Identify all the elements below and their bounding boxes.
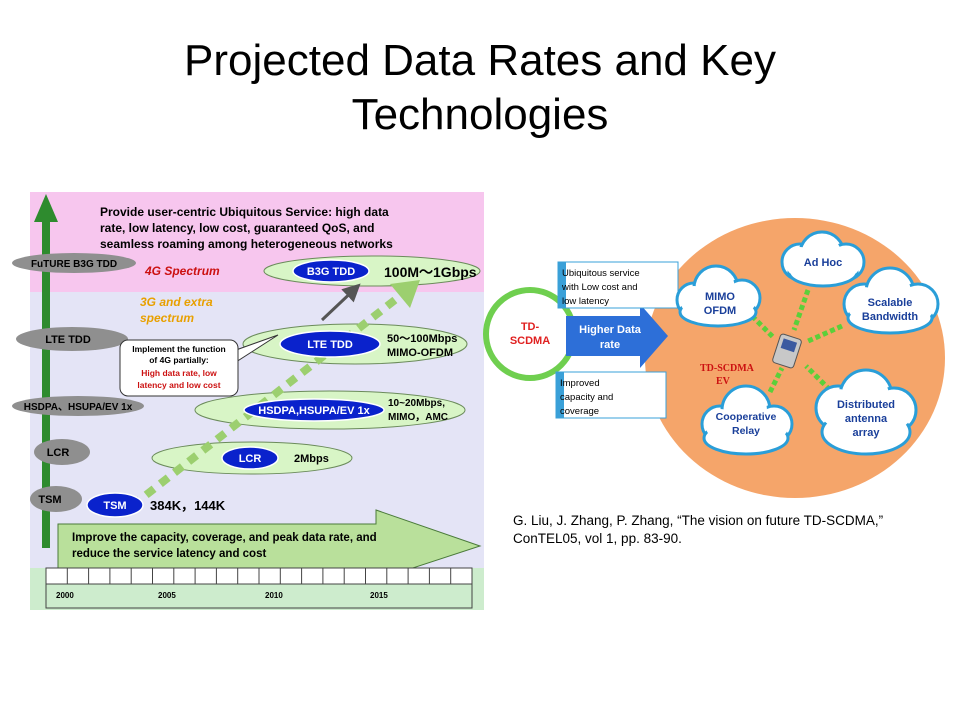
rate-hsdpa-line-2: MIMO，AMC xyxy=(388,412,448,423)
svg-text:antenna: antenna xyxy=(845,413,888,425)
rate-hsdpa-line-1: 10~20Mbps, xyxy=(388,398,445,409)
spectrum-3g-label-1: 3G and extra xyxy=(140,295,213,309)
timeline-ticks xyxy=(66,568,452,584)
svg-text:latency and low cost: latency and low cost xyxy=(137,380,220,390)
svg-text:LTE TDD: LTE TDD xyxy=(45,334,91,346)
svg-text:SCDMA: SCDMA xyxy=(510,335,550,347)
svg-text:TD-: TD- xyxy=(521,321,540,333)
slide-title: Projected Data Rates and Key Technologie… xyxy=(184,36,776,139)
svg-text:OFDM: OFDM xyxy=(704,305,736,317)
top-banner-line-3: seamless roaming among heterogeneous net… xyxy=(100,237,393,251)
svg-text:with Low cost and: with Low cost and xyxy=(561,282,638,293)
cloud-mimo-ofdm: MIMO OFDM xyxy=(675,264,762,328)
svg-text:Implement the function: Implement the function xyxy=(132,344,226,354)
svg-text:Scalable: Scalable xyxy=(868,297,913,309)
center-label-line-1: TD-SCDMA xyxy=(700,363,755,374)
citation: G. Liu, J. Zhang, P. Zhang, “The vision … xyxy=(513,513,884,546)
year-2010: 2010 xyxy=(265,591,283,600)
top-banner-line-2: rate, low latency, low cost, guaranteed … xyxy=(100,221,375,235)
higher-data-rate-arrow: Higher Data rate xyxy=(566,304,668,368)
svg-text:low latency: low latency xyxy=(562,296,609,307)
timeline-axis: 2000 2005 2010 2015 xyxy=(45,567,473,609)
cloud-distributed-antenna: Distributed antenna array xyxy=(814,368,918,456)
svg-text:HSDPA,HSUPA/EV 1x: HSDPA,HSUPA/EV 1x xyxy=(258,405,370,417)
left-label-lcr: LCR xyxy=(34,439,90,465)
cloud-cooperative-relay: Cooperative Relay xyxy=(700,384,794,456)
connector-arrow xyxy=(320,283,361,322)
svg-text:LCR: LCR xyxy=(239,453,262,465)
svg-text:rate: rate xyxy=(600,339,620,351)
pill-lcr: LCR xyxy=(221,446,279,470)
bottom-improvement-arrow: Improve the capacity, coverage, and peak… xyxy=(57,509,482,581)
svg-text:Improved: Improved xyxy=(560,378,600,389)
svg-text:High data rate, low: High data rate, low xyxy=(141,368,217,378)
rate-lte-line-2: MIMO-OFDM xyxy=(387,347,453,359)
svg-text:Ad Hoc: Ad Hoc xyxy=(804,257,843,269)
growth-arrow-head-icon xyxy=(390,280,420,308)
svg-text:Distributed: Distributed xyxy=(837,399,895,411)
handset-icon xyxy=(772,333,802,369)
left-label-hsdpa: HSDPA、HSUPA/EV 1x xyxy=(12,396,144,416)
pill-tsm: TSM xyxy=(86,492,144,518)
pill-hsdpa: HSDPA,HSUPA/EV 1x xyxy=(243,398,385,422)
improved-capacity-box: Improved capacity and coverage xyxy=(555,371,667,419)
svg-text:Bandwidth: Bandwidth xyxy=(862,311,918,323)
rate-b3g: 100M〜1Gbps xyxy=(384,264,477,280)
growth-dashed-arrow xyxy=(129,292,403,510)
pill-b3g-tdd: B3G TDD xyxy=(292,259,370,283)
svg-text:reduce the service latency and: reduce the service latency and cost xyxy=(72,548,266,560)
svg-text:of 4G partially:: of 4G partially: xyxy=(149,355,209,365)
svg-text:array: array xyxy=(853,427,881,439)
vertical-progress-arrow xyxy=(42,218,50,548)
svg-text:Ubiquitous service: Ubiquitous service xyxy=(562,268,640,279)
left-label-lte-tdd: LTE TDD xyxy=(16,327,128,351)
top-banner-line-1: Provide user-centric Ubiquitous Service:… xyxy=(100,205,389,219)
ubiquitous-service-box: Ubiquitous service with Low cost and low… xyxy=(557,261,679,309)
svg-text:B3G TDD: B3G TDD xyxy=(307,266,355,278)
rate-lte-line-1: 50〜100Mbps xyxy=(387,333,457,345)
center-arrows xyxy=(750,289,844,394)
svg-text:Higher Data: Higher Data xyxy=(579,324,642,336)
center-label-line-2: EV xyxy=(716,376,731,387)
svg-text:LTE TDD: LTE TDD xyxy=(307,339,353,351)
pill-lte-tdd: LTE TDD xyxy=(279,330,381,358)
vertical-arrow-head-icon xyxy=(34,194,58,222)
spectrum-4g-label: 4G Spectrum xyxy=(144,264,220,278)
left-label-future-b3g: FuTURE B3G TDD xyxy=(12,253,136,273)
svg-text:Cooperative: Cooperative xyxy=(716,411,777,423)
rate-lcr: 2Mbps xyxy=(294,453,329,465)
cloud-ad-hoc: Ad Hoc xyxy=(780,230,866,288)
svg-text:capacity and: capacity and xyxy=(560,392,613,403)
year-2005: 2005 xyxy=(158,591,176,600)
svg-text:HSDPA、HSUPA/EV 1x: HSDPA、HSUPA/EV 1x xyxy=(24,402,133,413)
cloud-scalable-bandwidth: Scalable Bandwidth xyxy=(842,266,940,335)
svg-text:Improve the capacity, coverage: Improve the capacity, coverage, and peak… xyxy=(72,532,377,544)
svg-text:Relay: Relay xyxy=(732,425,760,437)
year-2015: 2015 xyxy=(370,591,388,600)
svg-text:coverage: coverage xyxy=(560,406,599,417)
rate-tsm: 384K，144K xyxy=(150,498,226,513)
year-2000: 2000 xyxy=(56,591,74,600)
svg-text:LCR: LCR xyxy=(47,447,70,459)
svg-text:FuTURE B3G TDD: FuTURE B3G TDD xyxy=(31,259,117,270)
svg-text:MIMO: MIMO xyxy=(705,291,735,303)
svg-text:TSM: TSM xyxy=(38,494,61,506)
callout-4g-partial: Implement the function of 4G partially: … xyxy=(119,334,279,397)
left-label-tsm: TSM xyxy=(30,486,82,512)
svg-text:TSM: TSM xyxy=(103,500,126,512)
spectrum-3g-label-2: spectrum xyxy=(140,311,194,325)
